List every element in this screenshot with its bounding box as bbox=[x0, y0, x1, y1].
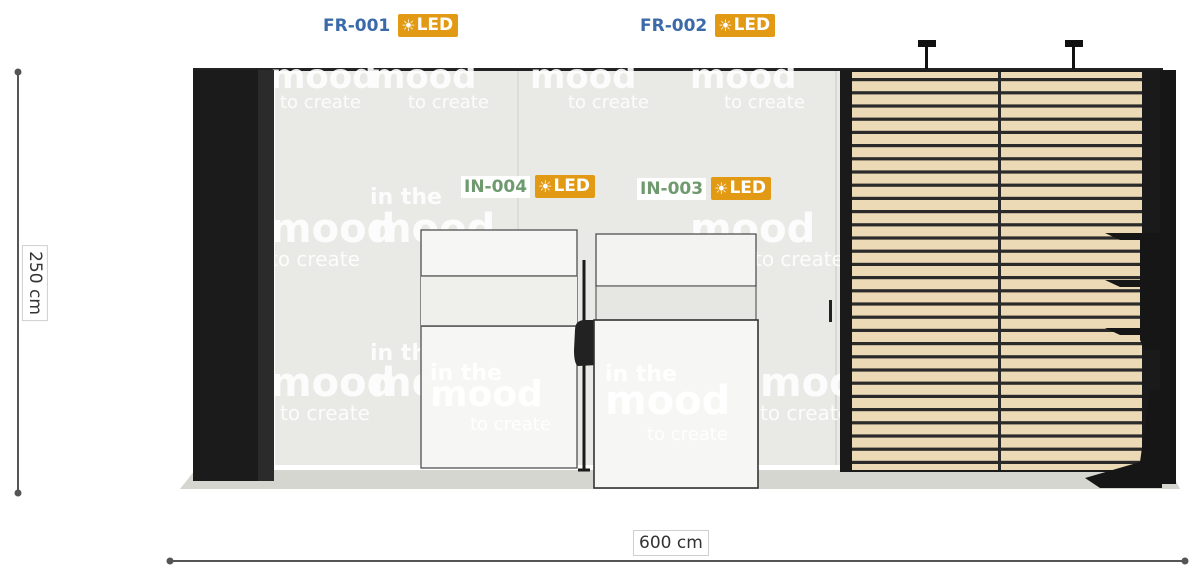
watermark-to-create: to create bbox=[270, 247, 360, 271]
slat-gap bbox=[852, 355, 1142, 359]
spotlight-right bbox=[1065, 40, 1083, 69]
tag-code: FR-002 bbox=[637, 14, 711, 37]
width-dimension-endpoint-left bbox=[166, 557, 174, 565]
led-badge: ☀ LED bbox=[398, 14, 459, 37]
watermark-mood: mood bbox=[605, 378, 730, 424]
watermark-mood: mood bbox=[370, 57, 476, 97]
slat-gap bbox=[852, 328, 1142, 332]
sun-icon: ☀ bbox=[718, 16, 733, 35]
slat-gap bbox=[852, 249, 1142, 253]
shelf-bracket bbox=[1085, 233, 1162, 488]
width-dimension-endpoint-right bbox=[1181, 557, 1189, 565]
watermark-to-create: to create bbox=[408, 92, 489, 113]
slat-gap bbox=[852, 104, 1142, 108]
watermark-in-the: in the bbox=[605, 362, 677, 387]
led-badge: ☀ LED bbox=[535, 175, 596, 198]
slat-gap bbox=[852, 368, 1142, 372]
slat-gap bbox=[852, 117, 1142, 121]
sun-icon: ☀ bbox=[538, 177, 553, 196]
slat-gap bbox=[852, 289, 1142, 293]
watermark-in-the: in the bbox=[370, 185, 442, 210]
height-dimension-endpoint-bottom bbox=[14, 489, 22, 497]
slat-gap bbox=[852, 183, 1142, 187]
sun-icon: ☀ bbox=[714, 179, 729, 198]
slat-gap bbox=[852, 157, 1142, 161]
slat-gap bbox=[852, 170, 1142, 174]
counter-in-004: in the mood to create bbox=[420, 229, 578, 469]
slat-gap bbox=[852, 421, 1142, 425]
led-badge: ☀ LED bbox=[711, 177, 772, 200]
spotlight-left bbox=[918, 40, 936, 69]
watermark-to-create: to create bbox=[754, 247, 844, 271]
slat-gap bbox=[852, 91, 1142, 95]
sun-icon: ☀ bbox=[401, 16, 416, 35]
slat-gap bbox=[852, 78, 1142, 82]
wall-graphic: mood mood mood mood to create to create … bbox=[270, 57, 885, 425]
slat-wall-seam bbox=[998, 72, 1001, 470]
slat-gap bbox=[852, 210, 1142, 214]
slat-gap bbox=[852, 381, 1142, 385]
slat-wall bbox=[840, 70, 1160, 472]
slat-gap bbox=[852, 130, 1142, 134]
height-dimension-label: 250 cm bbox=[21, 245, 48, 321]
tag-in-003: IN-003 ☀ LED bbox=[637, 177, 772, 200]
watermark-mood: mood bbox=[530, 57, 636, 97]
tag-code: FR-001 bbox=[320, 14, 394, 37]
watermark-to-create: to create bbox=[760, 401, 850, 425]
slat-gap bbox=[852, 460, 1142, 464]
tag-code: IN-004 bbox=[461, 175, 531, 198]
slat-gap bbox=[852, 342, 1142, 346]
watermark-mood: mood bbox=[690, 57, 796, 97]
slat-gap bbox=[852, 408, 1142, 412]
tag-code: IN-003 bbox=[637, 177, 707, 200]
watermark-to-create: to create bbox=[568, 92, 649, 113]
slat-gap bbox=[852, 434, 1142, 438]
height-dimension-endpoint-top bbox=[14, 68, 22, 76]
watermark-mood: mood bbox=[270, 360, 395, 406]
led-label: LED bbox=[729, 178, 767, 198]
tag-fr-002: FR-002 ☀ LED bbox=[637, 14, 776, 37]
slat-gap bbox=[852, 236, 1142, 240]
slat-gap bbox=[852, 394, 1142, 398]
slat-gap bbox=[852, 262, 1142, 266]
slat-gap bbox=[852, 447, 1142, 451]
watermark-mood: mood bbox=[430, 374, 543, 415]
led-label: LED bbox=[416, 15, 454, 35]
watermark-to-create: to create bbox=[647, 424, 728, 445]
watermark-to-create: to create bbox=[470, 414, 551, 435]
right-column bbox=[1160, 70, 1176, 484]
left-column-face bbox=[258, 70, 274, 481]
slat-gap bbox=[852, 223, 1142, 227]
watermark-to-create: to create bbox=[280, 401, 370, 425]
watermark-in-the: in the bbox=[430, 361, 502, 386]
watermark-mood: mood bbox=[270, 206, 395, 252]
tag-fr-001: FR-001 ☀ LED bbox=[320, 14, 459, 37]
led-label: LED bbox=[553, 176, 591, 196]
slat-gap bbox=[852, 144, 1142, 148]
watermark-mood: mood bbox=[270, 57, 376, 97]
slat-gap bbox=[852, 302, 1142, 306]
watermark-to-create: to create bbox=[724, 92, 805, 113]
led-badge: ☀ LED bbox=[715, 14, 776, 37]
door-handle bbox=[829, 300, 832, 322]
slat-gap bbox=[852, 315, 1142, 319]
tag-in-004: IN-004 ☀ LED bbox=[461, 175, 596, 198]
watermark-to-create: to create bbox=[280, 92, 361, 113]
slat-gap bbox=[852, 276, 1142, 280]
wall-top-edge bbox=[193, 68, 1163, 71]
led-label: LED bbox=[733, 15, 771, 35]
counter-in-003: in the mood to create bbox=[593, 233, 759, 489]
width-dimension-label: 600 cm bbox=[633, 530, 709, 556]
slat-gap bbox=[852, 196, 1142, 200]
